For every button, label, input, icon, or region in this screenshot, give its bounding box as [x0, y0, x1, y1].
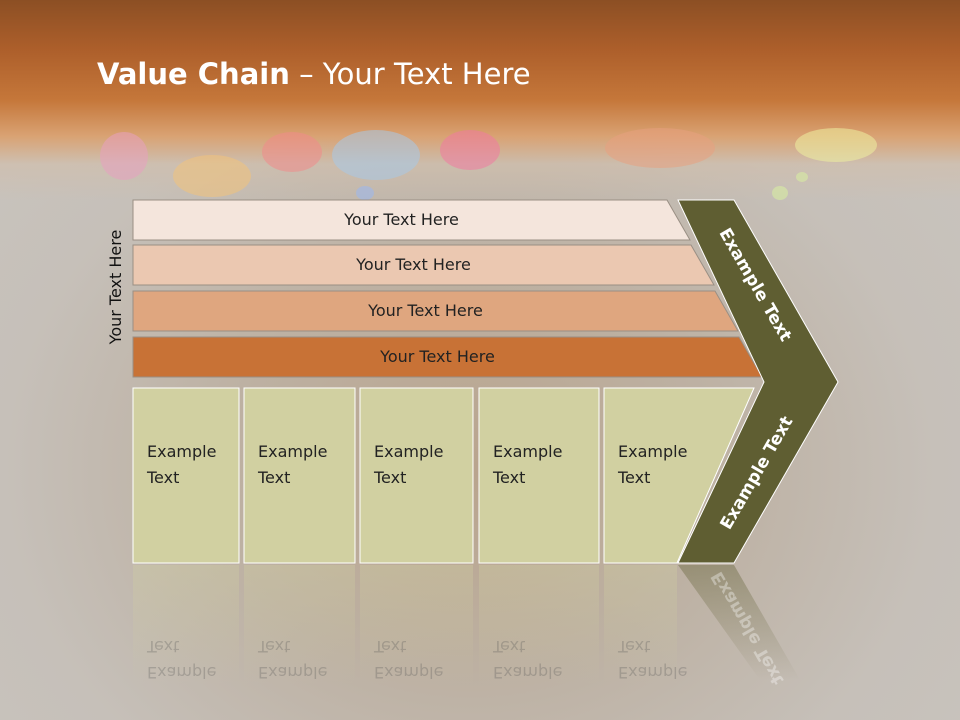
decor-bubble [173, 155, 251, 197]
activity-column-4 [478, 387, 600, 564]
activity-column-label-line1: Example [147, 442, 217, 461]
reflection-line1: Example [258, 663, 328, 682]
reflection-line2: Text [147, 637, 180, 656]
decor-bubble [100, 132, 148, 180]
activity-column-label-line2: Text [493, 468, 526, 487]
decor-bubble [332, 130, 420, 180]
activity-column-label-line2: Text [618, 468, 651, 487]
activity-column-reflection-3 [360, 565, 473, 685]
activity-column-label-line1: Example [374, 442, 444, 461]
value-bar-label-2: Your Text Here [356, 255, 471, 274]
reflection-line2: Text [493, 637, 526, 656]
activity-column-label-reflection-1: Example Text [147, 633, 247, 685]
activity-column-reflection-5 [604, 565, 677, 685]
value-bar-1 [132, 199, 691, 241]
value-bar-2 [132, 244, 715, 286]
activity-column-label-line2: Text [147, 468, 180, 487]
reflection-line1: Example [618, 663, 688, 682]
decor-bubble [605, 128, 715, 168]
activity-column-label-line1: Example [493, 442, 563, 461]
decor-bubble [440, 130, 500, 170]
activity-column-reflection-4 [479, 565, 599, 685]
page-title: Value Chain – Your Text Here [97, 52, 531, 96]
activity-column-reflection-2 [244, 565, 355, 685]
title-rest: – Your Text Here [289, 57, 531, 91]
value-bar-label-1: Your Text Here [344, 210, 459, 229]
activity-column-label-reflection-4: Example Text [493, 633, 593, 685]
activity-column-label-line2: Text [258, 468, 291, 487]
activity-column-label-reflection-3: Example Text [374, 633, 474, 685]
reflection-line1: Example [374, 663, 444, 682]
decor-bubble [772, 186, 788, 200]
activity-column-label-line2: Text [374, 468, 407, 487]
decor-bubble [796, 172, 808, 182]
activity-column-5 [603, 387, 755, 564]
activity-column-reflection-1 [133, 565, 239, 685]
activity-column-label-reflection-5: Example Text [618, 633, 718, 685]
activity-column-label-reflection-2: Example Text [258, 633, 358, 685]
decor-bubble [356, 186, 374, 200]
activity-column-label-line1: Example [618, 442, 688, 461]
activity-column-3 [359, 387, 474, 564]
reflection-line2: Text [258, 637, 291, 656]
activity-column-label-line1: Example [258, 442, 328, 461]
reflection-line1: Example [147, 663, 217, 682]
activity-column-2 [243, 387, 356, 564]
reflection-line1: Example [493, 663, 563, 682]
chevron-arrow [677, 199, 839, 564]
decor-bubble [795, 128, 877, 162]
value-bar-label-3: Your Text Here [368, 301, 483, 320]
value-bar-3 [132, 290, 739, 332]
reflection-line2: Text [618, 637, 651, 656]
title-bold: Value Chain [97, 57, 290, 91]
activity-column-1 [132, 387, 240, 564]
reflection-line2: Text [374, 637, 407, 656]
chevron-reflection [678, 565, 800, 680]
decor-bubble [262, 132, 322, 172]
value-bar-label-4: Your Text Here [380, 347, 495, 366]
